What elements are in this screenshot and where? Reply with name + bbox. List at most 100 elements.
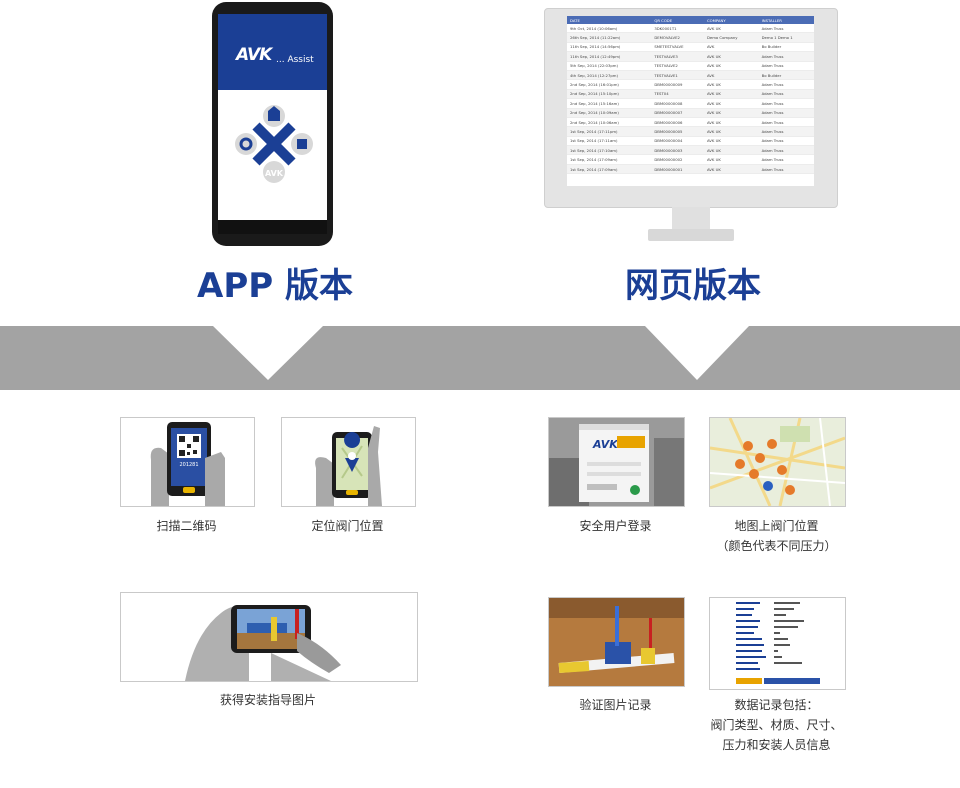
table-cell: 2nd Sep, 2014 (15:16am): [567, 98, 652, 109]
table-cell: Bo Builder: [758, 42, 814, 53]
table-cell: AVK UK: [703, 126, 759, 137]
col-date[interactable]: DATE: [567, 16, 652, 24]
installation-photo-icon: [185, 605, 341, 681]
table-cell: 2nd Sep, 2014 (10:06am): [567, 117, 652, 128]
caption-installation-photos: 获得安装指导图片: [219, 693, 316, 707]
table-cell: 26th Sep, 2014 (11:22am): [567, 32, 652, 43]
table-cell: Adam Truss: [758, 154, 814, 165]
table-cell: DBM00000009: [651, 79, 704, 90]
caption-scan-qr: 扫描二维码: [156, 519, 217, 533]
table-cell: AVK UK: [703, 79, 759, 90]
caption-photo-records: 验证图片记录: [579, 698, 652, 712]
table-cell: Adam Truss: [758, 98, 814, 109]
table-cell: 3DK0001T1: [651, 24, 704, 34]
table-cell: Adam Truss: [758, 108, 814, 118]
app-version-label: APP 版本: [197, 266, 353, 306]
feature-data-records: [709, 597, 846, 690]
table-cell: Adam Truss: [758, 51, 814, 62]
app-header: AVK ... Assist: [218, 14, 327, 90]
table-cell: 1st Sep, 2014 (17:09am): [567, 164, 652, 175]
col-installer[interactable]: INSTALLER: [758, 16, 814, 24]
table-cell: 2nd Sep, 2014 (15:10pm): [567, 89, 652, 100]
monitor-base: [648, 229, 734, 241]
table-cell: AVK UK: [703, 24, 759, 34]
table-cell: AVK UK: [703, 145, 759, 156]
app-assist-text: ... Assist: [276, 55, 314, 65]
data-record-icon: [736, 602, 820, 684]
caption-valve-map: 地图上阀门位置 （颜色代表不同压力）: [697, 516, 856, 556]
feature-photo-records: [548, 597, 685, 687]
table-cell: DBM00000001: [651, 164, 704, 175]
caption-data-records-line2: 阀门类型、材质、尺寸、: [710, 718, 843, 732]
caption-secure-login: 安全用户登录: [579, 519, 652, 533]
table-cell: DBM00000005: [651, 126, 704, 137]
table-cell: DBM00000007: [651, 108, 704, 118]
table-cell: Adam Truss: [758, 164, 814, 175]
app-logo: AVK: [236, 45, 272, 65]
table-cell: AVK UK: [703, 89, 759, 100]
table-cell: 2nd Sep, 2014 (10:09am): [567, 108, 652, 118]
table-cell: TEST04: [651, 89, 704, 100]
table-cell: AVK UK: [703, 61, 759, 71]
table-cell: Adam Truss: [758, 24, 814, 34]
table-cell: 1st Sep, 2014 (17:11am): [567, 136, 652, 147]
table-cell: AVK UK: [703, 154, 759, 165]
map-pin-icon: [315, 426, 382, 506]
caption-valve-map-line2: （颜色代表不同压力）: [716, 539, 837, 553]
table-cell: 5th Sep, 2014 (22:03pm): [567, 61, 652, 71]
web-version-label: 网页版本: [625, 266, 761, 306]
table-cell: Demo 1 Demo 1: [758, 32, 814, 43]
caption-data-records-line1: 数据记录包括：: [734, 698, 819, 712]
table-cell: TESTVALVE2: [651, 61, 704, 71]
table-cell: 4th Sep, 2014 (12:27pm): [567, 70, 652, 81]
table-cell: DBM00000003: [651, 145, 704, 156]
table-cell: DEMOVALVE2: [651, 32, 704, 43]
table-cell: 2nd Sep, 2014 (16:01pm): [567, 79, 652, 90]
table-cell: Adam Truss: [758, 136, 814, 147]
phone-screen: AVK ... Assist AVK: [218, 14, 327, 234]
feature-installation-photos: [120, 592, 418, 682]
table-cell: 1st Sep, 2014 (17:09am): [567, 154, 652, 165]
qr-scan-icon: 201281: [150, 422, 225, 506]
col-company[interactable]: COMPANY: [703, 16, 759, 24]
table-cell: AVK UK: [703, 136, 759, 147]
table-cell: Adam Truss: [758, 61, 814, 71]
table-cell: Adam Truss: [758, 117, 814, 128]
table-cell: AVK UK: [703, 51, 759, 62]
table-header-row: DATE QR CODE COMPANY INSTALLER: [567, 16, 814, 24]
feature-valve-map: [709, 417, 846, 507]
col-qr-code[interactable]: QR CODE: [651, 16, 704, 24]
emblem-logo-text: AVK: [265, 169, 284, 178]
monitor-screen: DATE QR CODE COMPANY INSTALLER 9th Oct, …: [567, 16, 814, 186]
table-cell: Adam Truss: [758, 126, 814, 137]
valve-map-icon: [710, 418, 845, 506]
table-cell: Demo Company: [703, 32, 759, 43]
table-cell: AVK: [703, 70, 759, 81]
table-cell: Adam Truss: [758, 145, 814, 156]
table-cell: AVK: [703, 42, 759, 53]
table-cell: 11th Sep, 2014 (14:56pm): [567, 42, 652, 53]
monitor-neck: [672, 207, 710, 231]
table-cell: AVK UK: [703, 108, 759, 118]
records-table: DATE QR CODE COMPANY INSTALLER 9th Oct, …: [567, 16, 814, 175]
login-screen-icon: AVK: [549, 418, 684, 506]
caption-locate-valve: 定位阀门位置: [311, 519, 384, 533]
table-cell: 1st Sep, 2014 (17:11pm): [567, 126, 652, 137]
